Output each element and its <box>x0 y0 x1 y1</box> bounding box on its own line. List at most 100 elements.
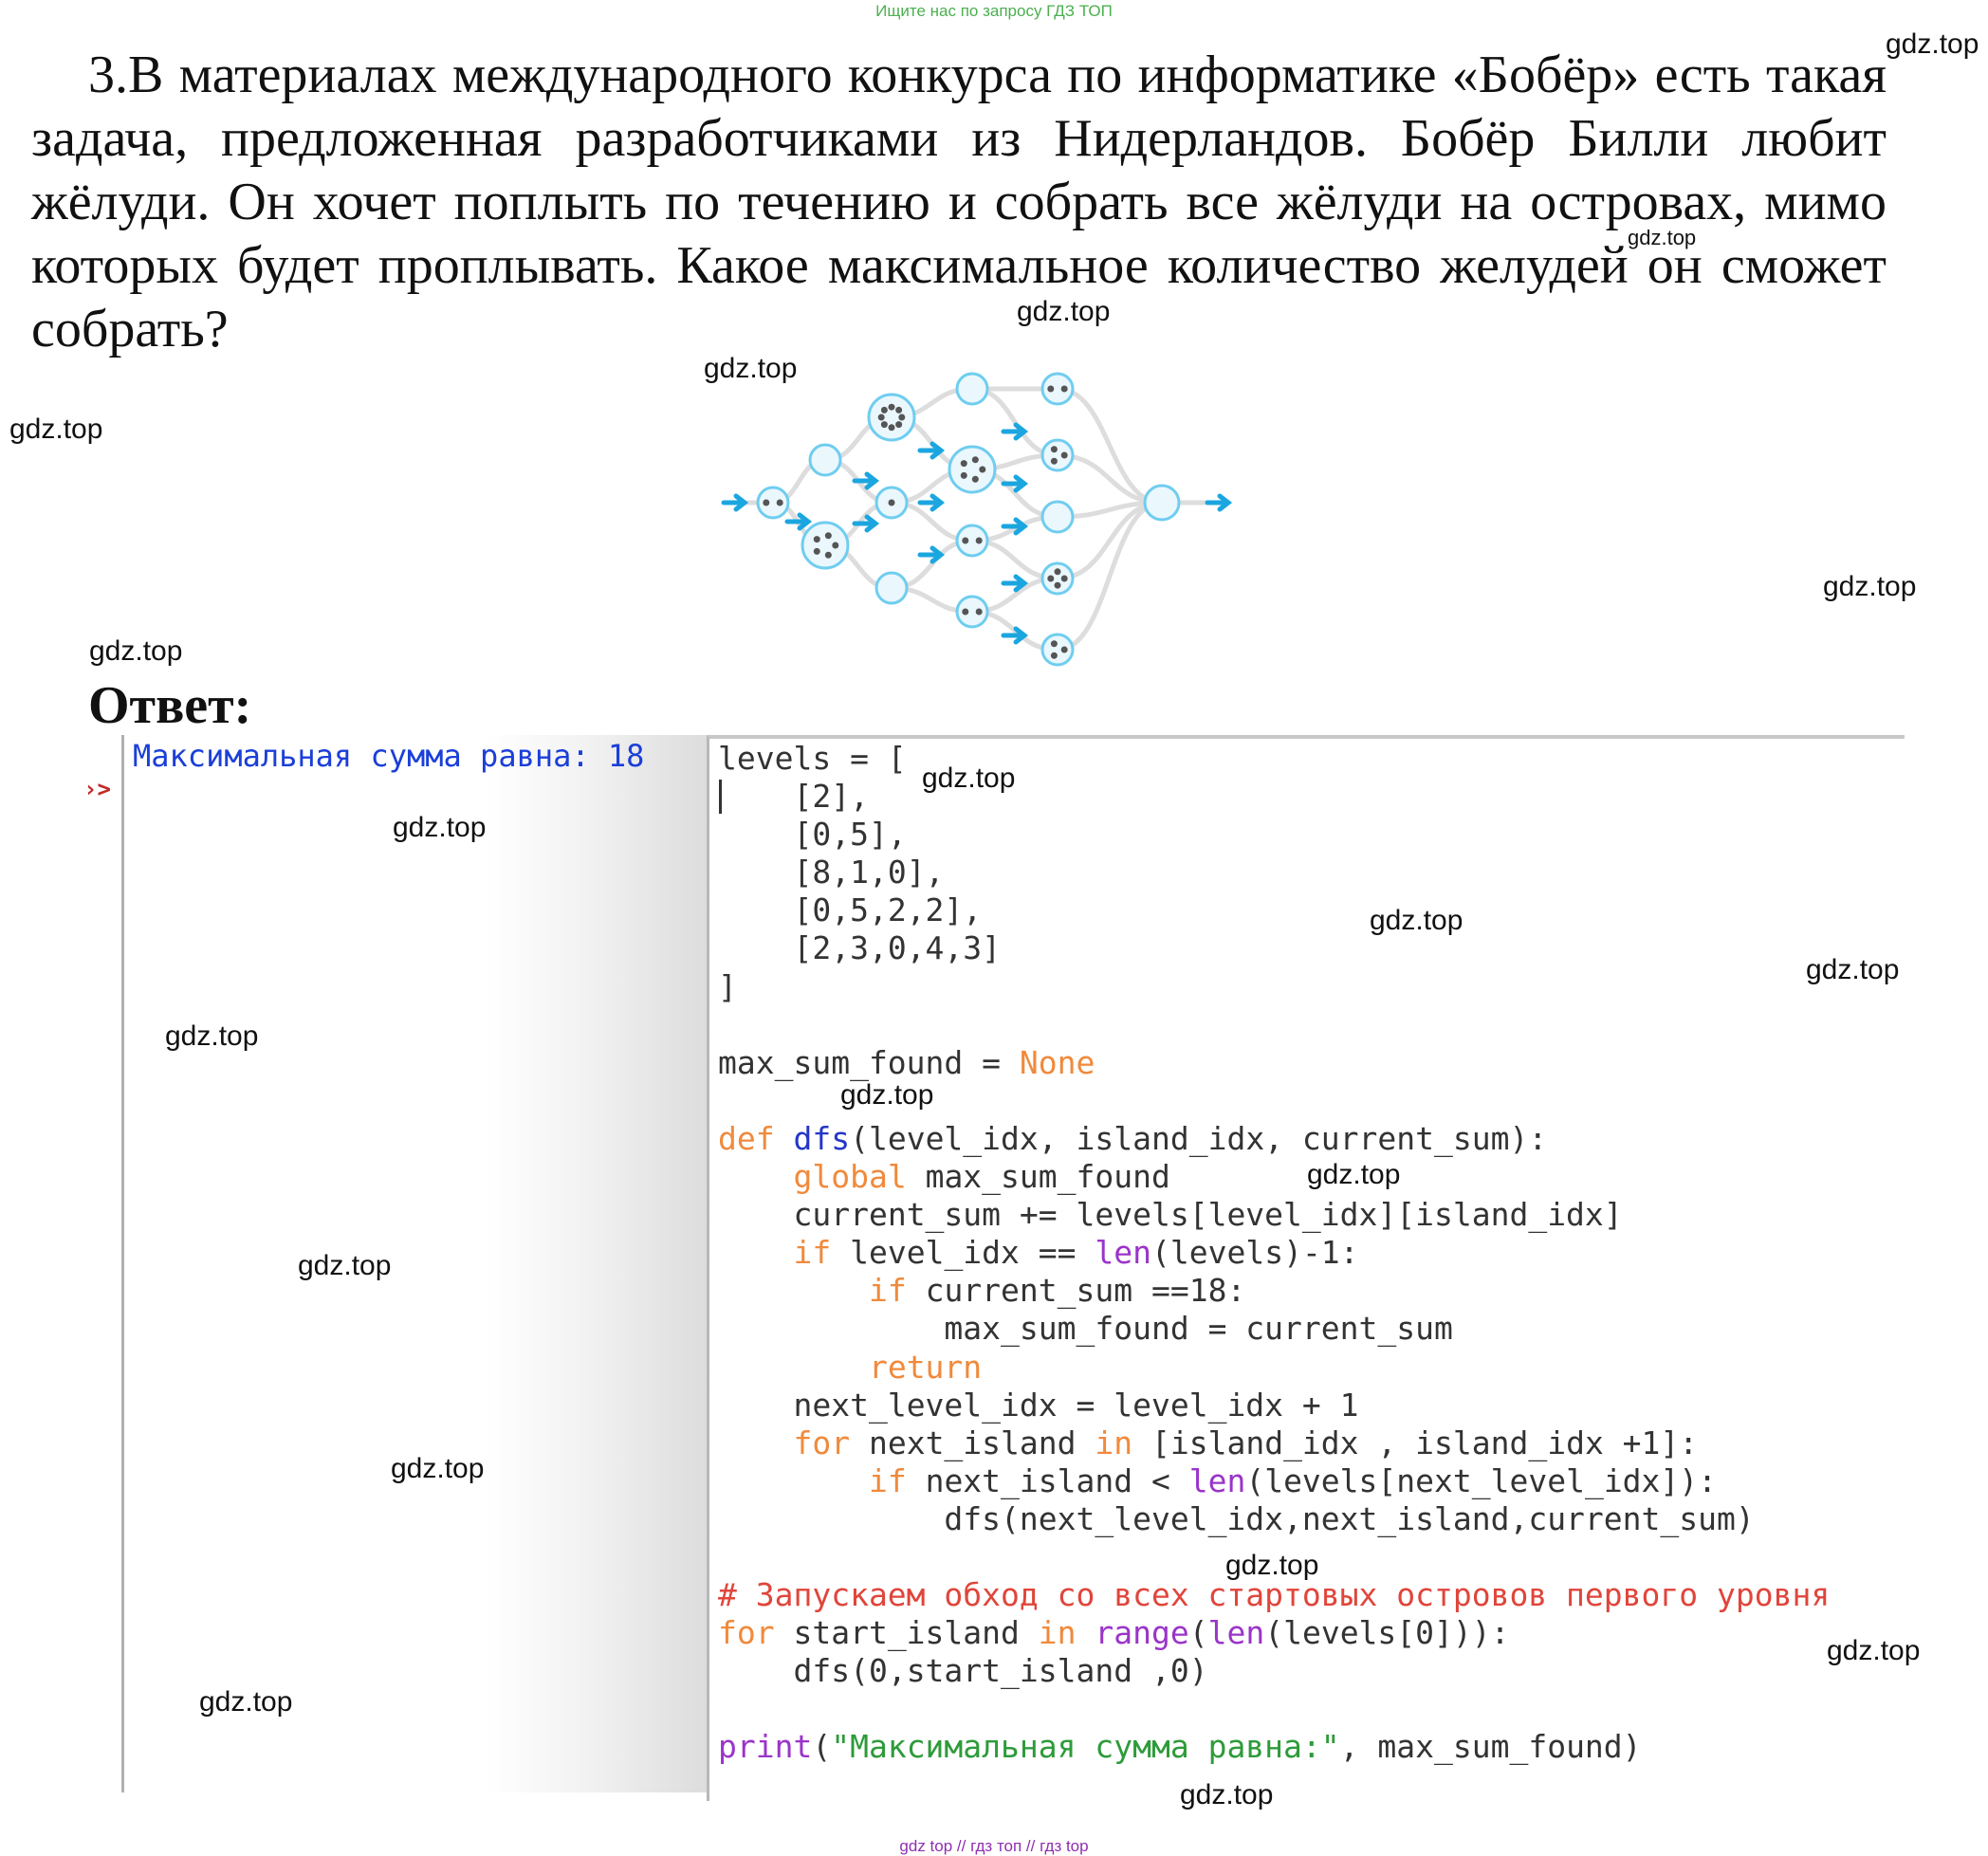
watermark: gdz.top <box>199 1686 293 1718</box>
acorn-icon <box>813 547 820 555</box>
watermark: gdz.top <box>1823 571 1917 602</box>
acorn-icon <box>1050 652 1058 659</box>
code-levels-close: ] <box>718 967 737 1005</box>
code-comment: # Запускаем обход со всех стартовых остр… <box>718 1576 1831 1614</box>
code-line: (levels[next_level_idx]): <box>1245 1461 1718 1499</box>
island-node <box>801 521 850 570</box>
river-edge <box>1057 386 1163 505</box>
code-line: , max_sum_found) <box>1339 1728 1642 1766</box>
acorn-icon <box>1047 385 1055 393</box>
code-for-keyword: for <box>718 1614 775 1652</box>
watermark: gdz.top <box>393 812 487 843</box>
code-line: ( <box>812 1728 832 1766</box>
code-line: ( <box>1188 1614 1208 1652</box>
watermark: gdz.top <box>298 1250 392 1281</box>
text-cursor <box>719 780 722 814</box>
acorn-icon <box>979 466 986 473</box>
island-node <box>1040 438 1075 472</box>
code-if-keyword: if <box>793 1234 832 1272</box>
island-node <box>1040 633 1075 667</box>
island-node <box>1040 500 1075 534</box>
acorn-icon <box>971 475 979 483</box>
arrow-icon <box>1001 626 1029 645</box>
code-global-keyword: global <box>793 1158 907 1196</box>
island-node <box>1143 484 1181 522</box>
island-node <box>808 443 842 477</box>
arrow-icon <box>1001 422 1029 441</box>
answer-title: Ответ: <box>88 676 252 735</box>
acorn-icon <box>888 424 895 432</box>
acorn-icon <box>776 499 783 506</box>
top-banner: Ищите нас по запросу ГДЗ ТОП <box>875 2 1113 20</box>
acorn-icon <box>813 536 820 543</box>
acorn-icon <box>880 421 888 429</box>
code-in-keyword: in <box>1038 1614 1077 1652</box>
arrow-icon <box>784 512 813 531</box>
river-edge <box>1057 500 1163 652</box>
acorn-icon <box>880 406 888 413</box>
code-assign: = <box>963 1043 1020 1081</box>
island-node <box>874 571 909 605</box>
problem-text: 3.В материалах международного конкурса п… <box>31 46 1887 358</box>
island-node <box>955 372 989 406</box>
island-node <box>1040 561 1075 596</box>
watermark: gdz.top <box>391 1453 485 1484</box>
acorn-icon <box>1060 451 1068 459</box>
acorn-icon <box>962 608 969 616</box>
arrow-icon <box>721 493 749 512</box>
bottom-banner: gdz top // гдз топ // гдз top <box>899 1837 1089 1855</box>
code-string: "Максимальная сумма равна:" <box>831 1728 1340 1766</box>
watermark: gdz.top <box>1886 28 1979 60</box>
acorn-icon <box>1060 385 1068 393</box>
code-line: current_sum += levels[level_idx][island_… <box>793 1196 1623 1234</box>
watermark: gdz.top <box>89 635 183 667</box>
prompt-arrow-icon: ›> <box>83 776 111 802</box>
island-node <box>955 595 989 629</box>
code-line: next_island <box>850 1424 1095 1461</box>
code-def-keyword: def <box>718 1119 775 1157</box>
code-level-row: [8,1,0], <box>793 854 945 891</box>
acorn-icon <box>832 542 839 549</box>
code-level-row: [0,5], <box>793 816 907 854</box>
code-line: max_sum_found = current_sum <box>944 1310 1453 1348</box>
watermark: gdz.top <box>9 413 103 445</box>
code-editor[interactable] <box>707 735 1905 1801</box>
code-in-keyword: in <box>1095 1424 1133 1461</box>
acorn-icon <box>824 532 832 540</box>
watermark: gdz.top <box>1307 1159 1401 1190</box>
acorn-icon <box>960 471 967 479</box>
code-level-row: [2], <box>793 778 869 816</box>
acorn-icon <box>888 499 895 506</box>
acorn-icon <box>1054 581 1061 589</box>
island-node <box>1040 372 1075 406</box>
code-for-keyword: for <box>793 1424 851 1461</box>
code-builtin: range <box>1095 1614 1189 1652</box>
source-code: levels = [ [2], [0,5], [8,1,0], [0,5,2,2… <box>718 740 1830 1767</box>
acorn-icon <box>877 413 885 421</box>
arrow-icon <box>917 441 946 460</box>
code-level-row: [2,3,0,4,3] <box>793 929 1002 967</box>
acorn-icon <box>824 551 832 559</box>
river-islands-diagram <box>721 372 1233 667</box>
acorn-icon <box>1060 575 1068 582</box>
acorn-icon <box>898 413 906 421</box>
code-line: dfs(next_level_idx,next_island,current_s… <box>944 1499 1755 1537</box>
watermark: gdz.top <box>1180 1779 1274 1810</box>
code-line: next_island < <box>906 1461 1189 1499</box>
acorn-icon <box>1054 568 1061 576</box>
code-line: next_level_idx = level_idx + 1 <box>793 1386 1359 1424</box>
program-output: Максимальная сумма равна: 18 <box>133 738 645 774</box>
island-node <box>867 393 916 442</box>
code-levels-open: levels = [ <box>718 740 907 777</box>
island-node <box>948 445 997 494</box>
watermark: gdz.top <box>1806 954 1900 985</box>
code-return-keyword: return <box>868 1348 983 1386</box>
arrow-icon <box>1205 493 1233 512</box>
acorn-icon <box>895 421 903 429</box>
watermark: gdz.top <box>1017 296 1111 327</box>
watermark: gdz.top <box>1225 1550 1319 1581</box>
code-level-row: [0,5,2,2], <box>793 891 983 929</box>
acorn-icon <box>1060 646 1068 653</box>
acorn-icon <box>960 460 967 468</box>
acorn-icon <box>975 537 983 544</box>
